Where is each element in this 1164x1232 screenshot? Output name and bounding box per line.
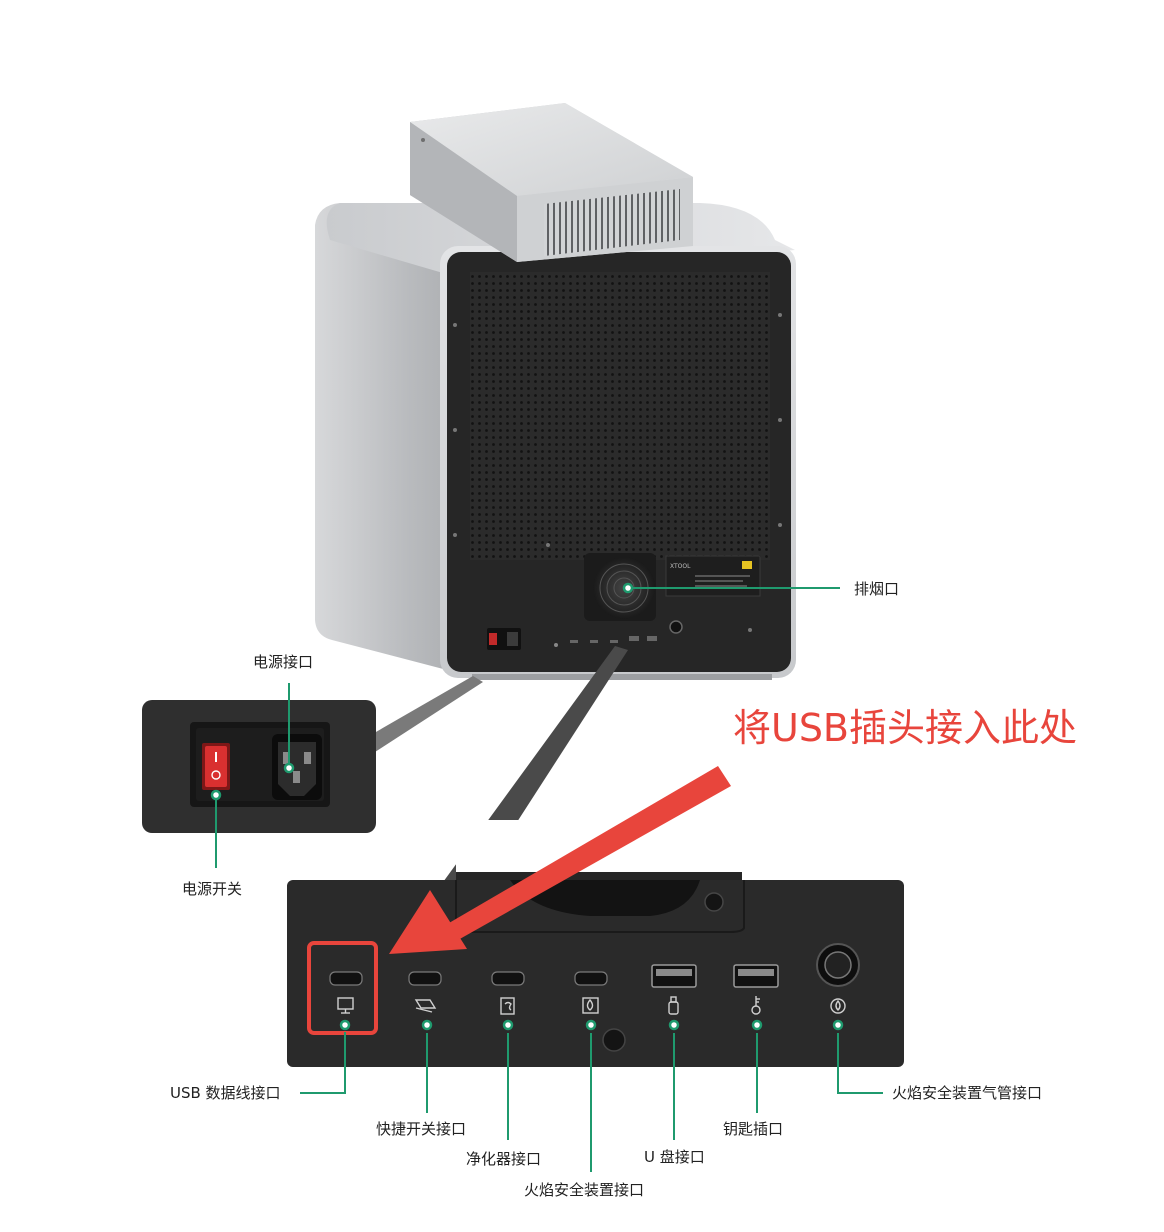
key-icon — [751, 996, 761, 1015]
label-power-port: 电源接口 — [253, 653, 314, 671]
usb-c-port-quick-switch — [408, 971, 442, 986]
monitor-icon — [337, 997, 354, 1014]
label-fire-safety-air-tube-port: 火焰安全装置气管接口 — [892, 1084, 1043, 1102]
callout-insert-usb: 将USB插头接入此处 — [733, 706, 1078, 750]
red-arrow — [389, 766, 731, 954]
label-power-switch: 电源开关 — [182, 880, 243, 898]
usb-c-port-purifier — [491, 971, 525, 986]
usb-c-port-usb-data — [329, 971, 363, 986]
power-panel-inset — [142, 700, 376, 833]
quick-switch-icon — [414, 999, 437, 1013]
zoom-connector-power — [362, 676, 483, 752]
leader-lines — [215, 587, 883, 1172]
power-switch-rocker — [205, 746, 227, 787]
brand-text: XTOOL — [670, 563, 691, 570]
label-exhaust: 排烟口 — [854, 580, 900, 598]
label-key-port: 钥匙插口 — [723, 1120, 784, 1138]
laser-engraver-device: XTOOL — [315, 103, 796, 680]
purifier-icon — [500, 997, 515, 1015]
label-purifier-port: 净化器接口 — [466, 1150, 542, 1168]
flame-safety-icon — [582, 997, 599, 1014]
label-u-disk-port: U 盘接口 — [644, 1148, 705, 1166]
usb-c-port-fire-safety — [574, 971, 608, 986]
flame-tube-icon — [830, 998, 846, 1014]
leader-dots — [210, 582, 844, 1031]
usb-drive-icon — [668, 996, 679, 1015]
label-fire-safety-port: 火焰安全装置接口 — [524, 1181, 645, 1199]
usb-port-highlight — [307, 941, 378, 1035]
label-quick-switch-port: 快捷开关接口 — [376, 1120, 467, 1138]
label-usb-data-port: USB 数据线接口 — [170, 1084, 281, 1102]
